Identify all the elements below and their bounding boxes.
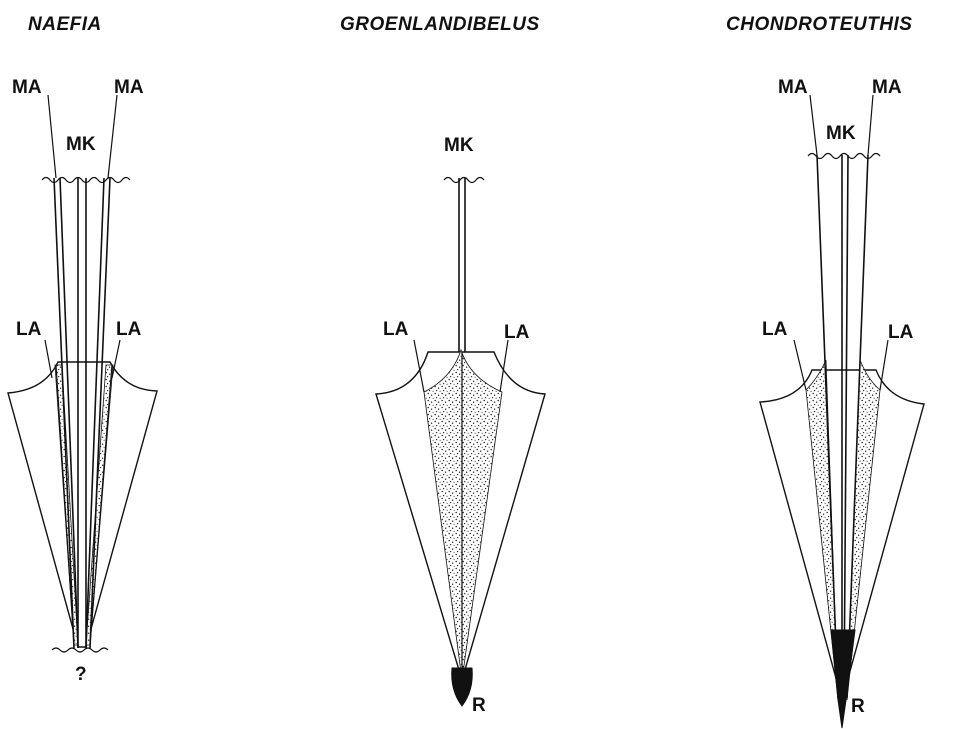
label-question: ?: [75, 664, 87, 685]
label-mk: MK: [444, 135, 474, 156]
panel-naefia: NAEFIA MA MA MK LA LA ?: [8, 14, 157, 685]
label-ma-right: MA: [872, 77, 902, 98]
label-ma-left: MA: [12, 77, 42, 98]
panel-title: CHONDROTEUTHIS: [726, 14, 912, 35]
label-la-left: LA: [16, 319, 42, 340]
leader-ma-right: [108, 95, 117, 178]
label-mk: MK: [826, 123, 856, 144]
leader-ma-left: [48, 95, 56, 178]
break-line-bottom: [52, 648, 108, 652]
break-line-top: [444, 178, 484, 183]
label-ma-left: MA: [778, 77, 808, 98]
panel-title: NAEFIA: [28, 14, 102, 35]
panel-title: GROENLANDIBELUS: [340, 14, 540, 35]
rostrum: [452, 668, 473, 706]
label-la-left: LA: [383, 319, 409, 340]
label-rostrum: R: [851, 696, 865, 717]
panel-chondroteuthis: CHONDROTEUTHIS MA MA MK LA LA R: [726, 14, 924, 728]
vane-outline: [8, 362, 157, 647]
label-la-right: LA: [116, 319, 142, 340]
label-mk: MK: [66, 134, 96, 155]
leader-la-left: [794, 340, 806, 390]
label-la-right: LA: [888, 322, 914, 343]
panel-groenlandibelus: GROENLANDIBELUS MK LA LA R: [340, 14, 545, 716]
label-ma-right: MA: [114, 77, 144, 98]
label-rostrum: R: [472, 695, 486, 716]
leader-ma-right: [868, 95, 873, 155]
label-la-right: LA: [504, 322, 530, 343]
label-la-left: LA: [762, 319, 788, 340]
break-line-top: [808, 154, 880, 159]
leader-la-left: [45, 340, 52, 378]
leader-ma-left: [810, 95, 817, 155]
leader-la-right: [880, 340, 888, 390]
